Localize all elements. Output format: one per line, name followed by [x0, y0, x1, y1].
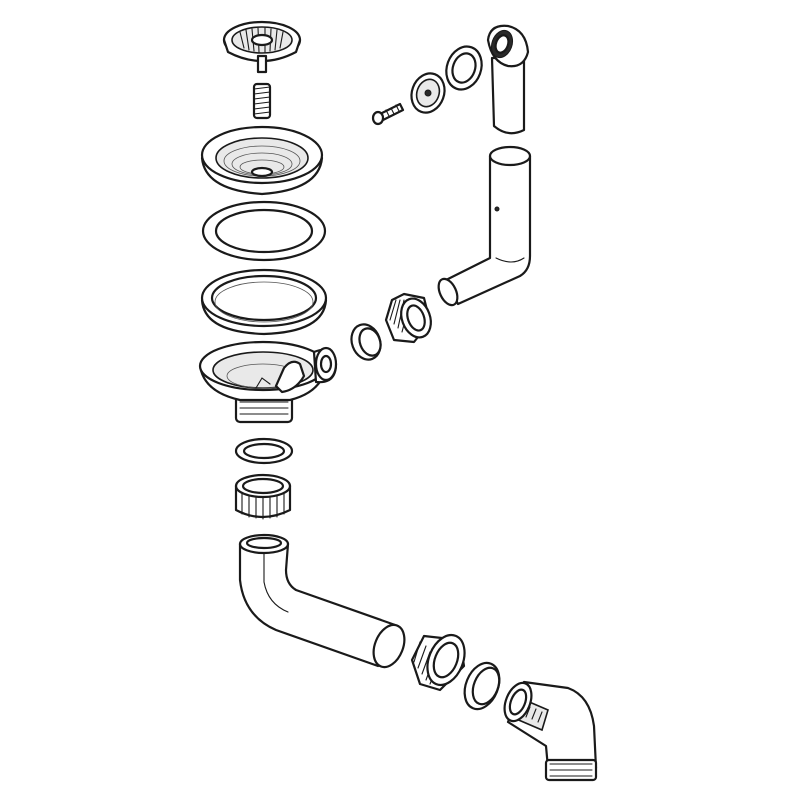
- overflow-washer: [350, 323, 382, 361]
- pipe-nut: [410, 633, 466, 692]
- overflow-nut: [384, 292, 432, 344]
- overflow-tube: [437, 145, 532, 307]
- overflow-screw: [371, 102, 405, 126]
- rubber-gasket: [200, 268, 328, 336]
- outlet-nut: [234, 473, 292, 520]
- overflow-cover: [410, 72, 446, 114]
- sink-outlet-body: [198, 340, 338, 424]
- outlet-washer: [234, 437, 294, 465]
- strainer-basket: [222, 20, 302, 74]
- overflow-ring: [445, 45, 483, 91]
- bent-tail-pipe: [238, 533, 406, 669]
- overflow-head-pipe: [486, 24, 530, 135]
- stem-spring: [252, 82, 272, 120]
- strainer-flange: [200, 125, 324, 196]
- pipe-washer: [463, 661, 501, 711]
- flat-washer: [201, 200, 327, 262]
- elbow-connector: [503, 680, 598, 782]
